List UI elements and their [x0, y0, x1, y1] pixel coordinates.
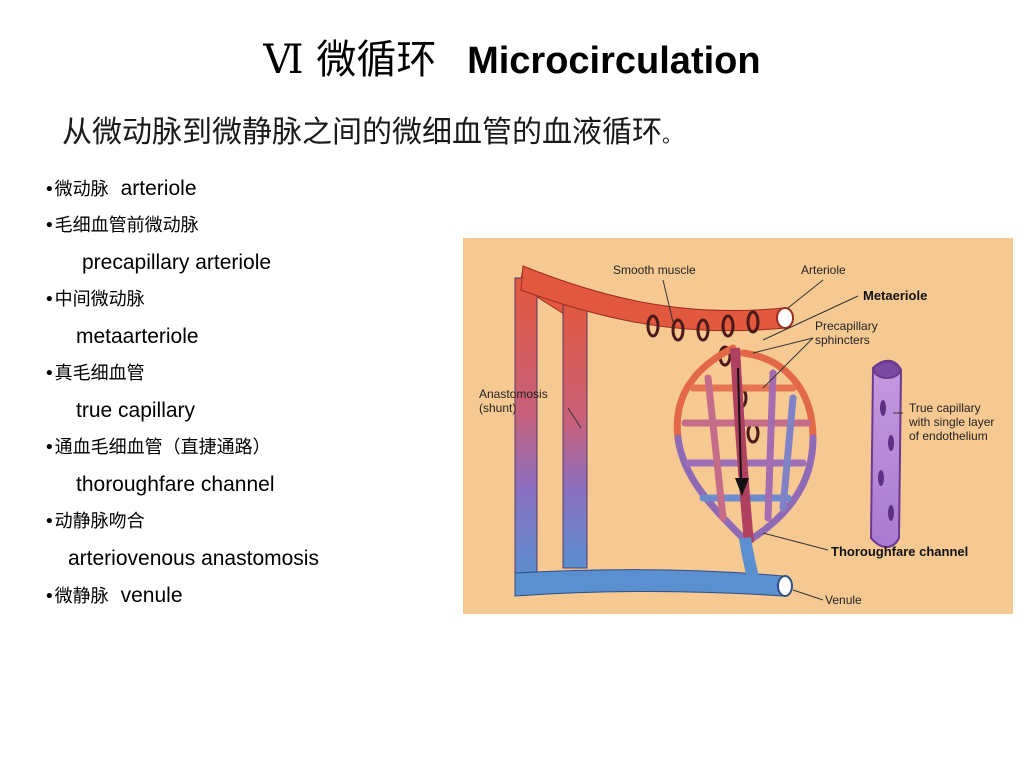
term-en: precapillary arteriole — [82, 251, 272, 274]
anastomosis-vessel — [514, 267, 588, 579]
microcirculation-diagram: Smooth muscle Arteriole Metaeriole Preca… — [463, 238, 1013, 614]
term-precapillary-arteriole: •毛细血管前微动脉 precapillary arteriole — [44, 211, 319, 285]
label-single-layer: with single layer — [908, 415, 994, 429]
label-precapillary: Precapillary — [815, 319, 878, 333]
label-arteriole: Arteriole — [801, 263, 846, 277]
label-thoroughfare-channel: Thoroughfare channel — [831, 544, 968, 559]
term-list: •微动脉 arteriole •毛细血管前微动脉 precapillary art… — [44, 174, 319, 618]
subtitle-text: 从微动脉到微静脉之间的微细血管的血液循环 — [62, 115, 662, 150]
term-cn: •中间微动脉 — [44, 289, 145, 310]
label-true-capillary: True capillary — [909, 401, 981, 415]
term-arteriole: •微动脉 arteriole — [44, 174, 319, 211]
term-metaarteriole: •中间微动脉 metaarteriole — [44, 285, 319, 359]
subtitle-period: 。 — [662, 123, 682, 147]
term-cn: •通血毛细血管（直捷通路） — [44, 437, 271, 458]
term-en: venule — [120, 584, 183, 607]
subtitle: 从微动脉到微静脉之间的微细血管的血液循环。 — [62, 113, 682, 155]
label-anastomosis: Anastomosis — [479, 387, 548, 401]
term-av-anastomosis: •动静脉吻合 arteriovenous anastomosis — [44, 507, 319, 581]
term-en: thoroughfare channel — [76, 473, 275, 496]
slide-title: Ⅵ 微循环 Microcirculation — [0, 34, 1024, 87]
term-cn: •微动脉 — [44, 179, 109, 200]
term-cn: •微静脉 — [44, 586, 109, 607]
diagram-svg: Smooth muscle Arteriole Metaeriole Preca… — [479, 263, 994, 607]
label-venule: Venule — [825, 593, 862, 607]
arteriole-vessel — [520, 265, 794, 332]
label-endothelium: of endothelium — [909, 429, 988, 443]
term-cn: •毛细血管前微动脉 — [44, 215, 199, 236]
label-shunt: (shunt) — [479, 401, 516, 415]
thoroughfare-channel-vessel — [730, 347, 754, 544]
label-sphincters: sphincters — [815, 333, 870, 347]
term-true-capillary: •真毛细血管 true capillary — [44, 359, 319, 433]
term-thoroughfare-channel: •通血毛细血管（直捷通路） thoroughfare channel — [44, 433, 319, 507]
leader-lines — [567, 279, 903, 601]
label-metaeriole: Metaeriole — [863, 288, 927, 303]
term-en: arteriovenous anastomosis — [68, 547, 319, 570]
term-en: metaarteriole — [76, 325, 199, 348]
venule-vessel — [514, 537, 793, 597]
term-cn: •真毛细血管 — [44, 363, 145, 384]
title-english: Microcirculation — [467, 40, 761, 82]
term-venule: •微静脉 venule — [44, 581, 319, 618]
true-capillary-tube — [869, 359, 903, 548]
term-en: true capillary — [76, 399, 196, 422]
term-en: arteriole — [120, 177, 197, 200]
label-smooth-muscle: Smooth muscle — [613, 263, 696, 277]
title-chinese: Ⅵ 微循环 — [263, 37, 437, 83]
term-cn: •动静脉吻合 — [44, 511, 145, 532]
